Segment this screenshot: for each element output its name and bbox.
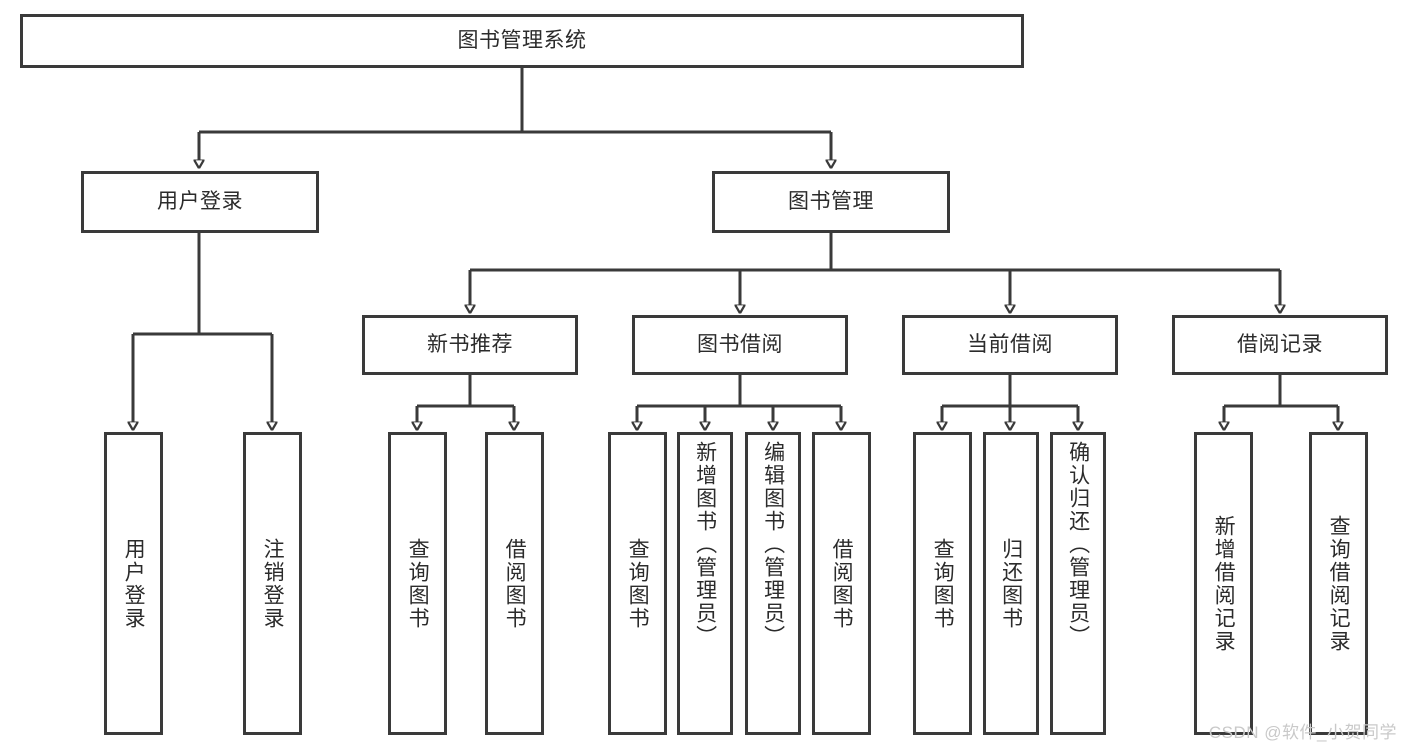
node-label: 编辑图书（管理员） — [761, 441, 785, 648]
node-leaf-confirm-return[interactable]: 确认归还（管理员） — [1050, 432, 1106, 735]
node-book-management-system[interactable]: 图书管理系统 — [20, 14, 1024, 68]
node-current-borrow[interactable]: 当前借阅 — [902, 315, 1118, 375]
node-label: 归还图书 — [999, 537, 1023, 630]
node-leaf-query-book-3[interactable]: 查询图书 — [913, 432, 972, 735]
node-label: 注销登录 — [261, 537, 285, 630]
node-leaf-borrow-book-1[interactable]: 借阅图书 — [485, 432, 544, 735]
node-label: 借阅图书 — [503, 537, 527, 630]
node-label: 图书管理 — [788, 189, 874, 213]
node-label: 查询图书 — [406, 537, 430, 630]
node-label: 用户登录 — [122, 537, 146, 630]
node-label: 查询借阅记录 — [1327, 514, 1351, 653]
node-leaf-return-book[interactable]: 归还图书 — [983, 432, 1039, 735]
node-label: 查询图书 — [626, 537, 650, 630]
node-label: 查询图书 — [931, 537, 955, 630]
node-label: 图书借阅 — [697, 332, 783, 356]
watermark-text: CSDN @软件_小贺同学 — [1208, 723, 1397, 742]
node-leaf-edit-book[interactable]: 编辑图书（管理员） — [745, 432, 801, 735]
node-book-borrow[interactable]: 图书借阅 — [632, 315, 848, 375]
node-leaf-user-login[interactable]: 用户登录 — [104, 432, 163, 735]
node-book-management[interactable]: 图书管理 — [712, 171, 950, 233]
node-leaf-query-record[interactable]: 查询借阅记录 — [1309, 432, 1368, 735]
node-leaf-add-book[interactable]: 新增图书（管理员） — [677, 432, 733, 735]
node-label: 新增借阅记录 — [1212, 514, 1236, 653]
node-label: 借阅图书 — [830, 537, 854, 630]
node-leaf-logout-login[interactable]: 注销登录 — [243, 432, 302, 735]
node-leaf-borrow-book-2[interactable]: 借阅图书 — [812, 432, 871, 735]
node-label: 新增图书（管理员） — [693, 441, 717, 648]
node-leaf-add-record[interactable]: 新增借阅记录 — [1194, 432, 1253, 735]
node-user-login[interactable]: 用户登录 — [81, 171, 319, 233]
node-leaf-query-book-1[interactable]: 查询图书 — [388, 432, 447, 735]
node-label: 当前借阅 — [967, 332, 1053, 356]
node-leaf-query-book-2[interactable]: 查询图书 — [608, 432, 667, 735]
node-label: 借阅记录 — [1237, 332, 1323, 356]
node-borrow-record[interactable]: 借阅记录 — [1172, 315, 1388, 375]
node-label: 新书推荐 — [427, 332, 513, 356]
node-label: 图书管理系统 — [457, 28, 587, 52]
node-label: 用户登录 — [157, 189, 243, 213]
node-label: 确认归还（管理员） — [1066, 441, 1090, 648]
node-new-book-recommend[interactable]: 新书推荐 — [362, 315, 578, 375]
